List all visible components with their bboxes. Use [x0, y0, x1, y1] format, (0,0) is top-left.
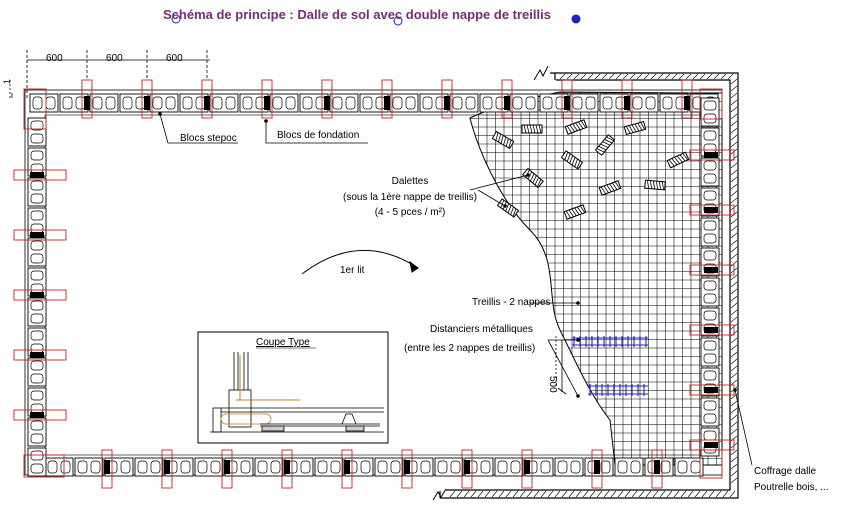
block-stepoc	[59, 93, 89, 113]
block-stepoc	[27, 387, 47, 417]
dimension-vertical	[557, 340, 567, 395]
block-stepoc	[27, 417, 47, 447]
block-stepoc	[509, 93, 539, 113]
label-distanciers: Distanciers métalliques	[430, 324, 533, 335]
block-stepoc	[700, 127, 720, 157]
block-stepoc	[134, 457, 164, 477]
dim-label-vertical: 500	[547, 376, 558, 393]
block-stepoc	[569, 93, 599, 113]
block-stepoc	[27, 147, 47, 177]
block-stepoc	[299, 93, 329, 113]
block-stepoc	[149, 93, 179, 113]
dalette	[560, 150, 584, 170]
block-stepoc	[27, 327, 47, 357]
block-stepoc	[29, 93, 59, 113]
block-stepoc	[254, 457, 284, 477]
block-stepoc	[374, 457, 404, 477]
label-coupe-type: Coupe Type	[256, 337, 310, 348]
block-stepoc	[700, 397, 720, 427]
block-stepoc	[44, 457, 74, 477]
block-stepoc	[209, 93, 239, 113]
block-stepoc	[449, 93, 479, 113]
block-stepoc	[27, 117, 47, 147]
block-stepoc	[314, 457, 344, 477]
dalettes-group	[491, 119, 690, 220]
block-stepoc	[27, 177, 47, 207]
dalette	[563, 204, 587, 220]
block-stepoc	[27, 267, 47, 297]
block-stepoc	[239, 93, 269, 113]
dim-label-2: 600	[106, 53, 123, 64]
formwork	[432, 65, 739, 501]
dalette	[666, 151, 690, 169]
block-stepoc	[27, 297, 47, 327]
label-blocs-stepoc: Blocs stepoc	[180, 133, 237, 144]
distanciers-metalliques	[572, 336, 648, 396]
dalette	[491, 130, 515, 150]
formwork-hatch	[449, 73, 738, 498]
block-stepoc	[629, 93, 659, 113]
block-stepoc	[700, 217, 720, 247]
dalette	[521, 124, 543, 134]
block-stepoc	[27, 207, 47, 237]
block-stepoc	[27, 447, 47, 477]
first-layer-arrow	[301, 250, 419, 275]
diagram-title: Schéma de principe : Dalle de sol avec d…	[163, 7, 551, 22]
coupe-type-inset	[197, 331, 389, 444]
block-stepoc	[700, 97, 720, 127]
dalette	[644, 179, 666, 191]
block-stepoc	[359, 93, 389, 113]
label-dalettes-note2: (4 - 5 pces / m²)	[374, 207, 446, 218]
block-stepoc	[614, 457, 644, 477]
block-stepoc	[194, 457, 224, 477]
dalette	[623, 120, 647, 136]
block-stepoc	[659, 93, 689, 113]
block-stepoc	[179, 93, 209, 113]
leader-lines	[159, 113, 753, 466]
block-stepoc	[434, 457, 464, 477]
dalette	[598, 180, 622, 196]
block-stepoc	[74, 457, 104, 477]
block-stepoc	[27, 237, 47, 267]
block-stepoc	[599, 93, 629, 113]
block-stepoc	[389, 93, 419, 113]
label-dalettes-note1: (sous la 1ère nappe de treillis)	[343, 192, 477, 203]
block-stepoc	[700, 157, 720, 187]
block-stepoc	[700, 337, 720, 367]
dim-label-1: 600	[46, 53, 63, 64]
label-dalettes: Dalettes	[391, 176, 429, 187]
dalette	[564, 119, 588, 135]
block-stepoc	[674, 457, 704, 477]
block-stepoc	[700, 277, 720, 307]
mesh-region	[469, 91, 723, 466]
block-stepoc	[494, 457, 524, 477]
block-stepoc	[539, 93, 569, 113]
title-markers	[171, 14, 581, 26]
label-premier-lit: 1er lit	[340, 265, 365, 276]
dim-label-3: 600	[166, 53, 183, 64]
label-treillis: Treillis - 2 nappes	[472, 297, 551, 308]
block-stepoc	[554, 457, 584, 477]
block-stepoc	[119, 93, 149, 113]
leader-dots	[158, 112, 737, 398]
label-poutrelle: Poutrelle bois, ...	[754, 482, 829, 493]
block-stepoc	[27, 357, 47, 387]
label-blocs-fondation: Blocs de fondation	[277, 130, 360, 141]
dalette	[594, 134, 616, 156]
label-coffrage: Coffrage dalle	[754, 466, 817, 477]
dalette	[496, 198, 520, 218]
dimension-line-top	[9, 50, 210, 98]
block-stepoc	[329, 93, 359, 113]
dim-label-edge: 1	[2, 78, 12, 84]
label-distanciers-note: (entre les 2 nappes de treillis)	[404, 343, 536, 354]
block-stepoc	[269, 93, 299, 113]
block-stepoc	[419, 93, 449, 113]
perimeter-blocks	[13, 79, 735, 489]
block-stepoc	[89, 93, 119, 113]
block-stepoc	[479, 93, 509, 113]
